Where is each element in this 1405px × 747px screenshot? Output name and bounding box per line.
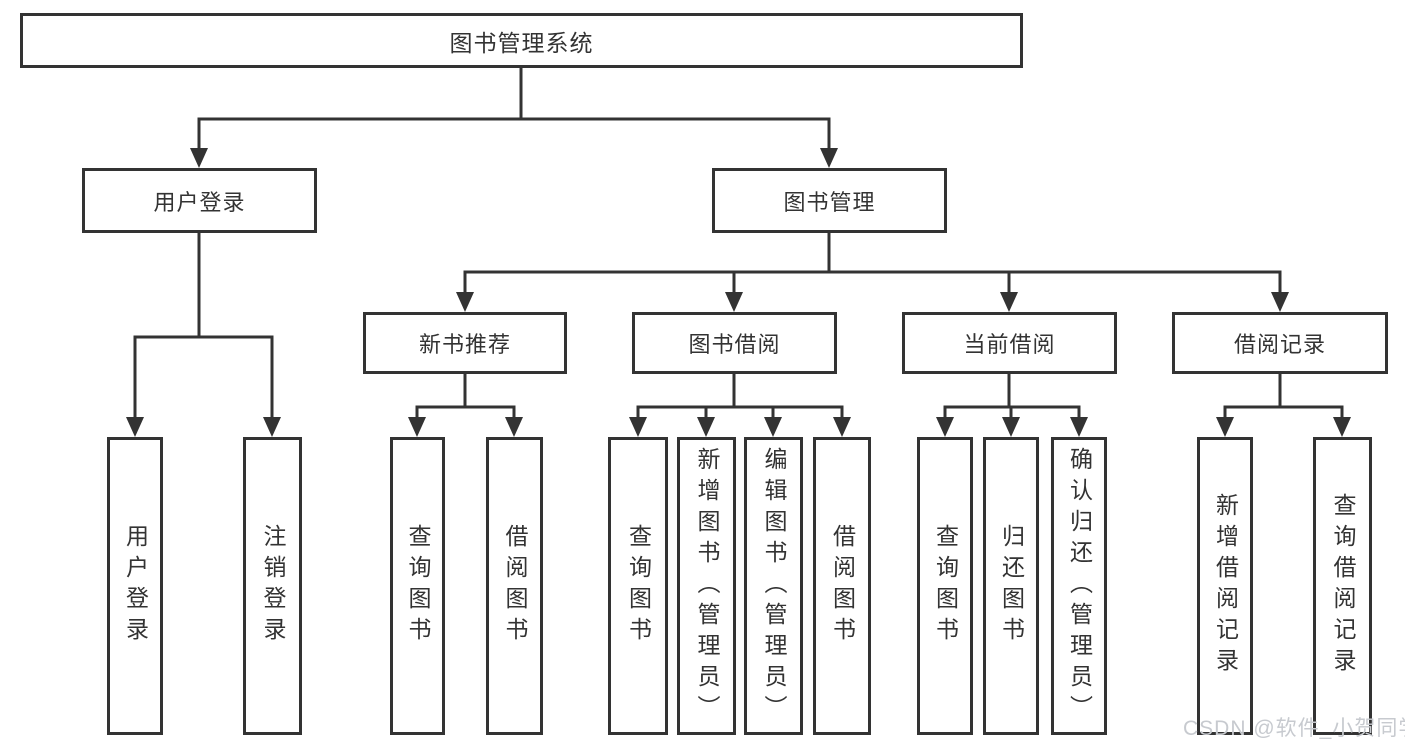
- leaf-label: 借阅图书: [829, 524, 856, 648]
- leaf-label: 确认归还（管理员）: [1066, 446, 1093, 726]
- leaf-label: 查询图书: [932, 524, 959, 648]
- csdn-watermark: CSDN @软件_小贺同学: [1183, 717, 1405, 740]
- leaf-label: 新增图书（管理员）: [694, 446, 720, 726]
- node-label: 新书推荐: [418, 332, 511, 357]
- arrowheads-new-book-rec-leaves: [408, 417, 523, 437]
- node-current-borrowing: 当前借阅: [902, 312, 1117, 374]
- node-label: 图书管理系统: [449, 29, 594, 56]
- leaf-user-login: 用户登录: [107, 437, 163, 735]
- node-new-book-recommend: 新书推荐: [363, 312, 567, 374]
- arrowheads-borrow-records-leaves: [1216, 417, 1351, 437]
- leaf-label: 新增借阅记录: [1212, 493, 1239, 679]
- node-label: 图书管理: [783, 189, 876, 215]
- leaf-query-borrow-record: 查询借阅记录: [1313, 437, 1372, 735]
- leaf-borrow-books-recommend: 借阅图书: [486, 437, 543, 735]
- leaf-label: 注销登录: [260, 524, 286, 648]
- connector-borrow-records-to-leaves: [1223, 372, 1344, 421]
- leaf-label: 查询图书: [625, 524, 652, 648]
- connector-current-borrow-to-leaves: [943, 372, 1081, 421]
- leaf-query-books-recommend: 查询图书: [390, 437, 445, 735]
- arrowheads-level3: [456, 292, 1289, 312]
- node-label: 图书借阅: [688, 332, 781, 357]
- leaf-label: 借阅图书: [502, 524, 528, 648]
- leaf-borrow-books: 借阅图书: [813, 437, 871, 735]
- leaf-confirm-return-admin: 确认归还（管理员）: [1051, 437, 1107, 735]
- node-book-management: 图书管理: [712, 168, 947, 233]
- node-book-borrowing: 图书借阅: [632, 312, 837, 374]
- node-user-login: 用户登录: [82, 168, 317, 233]
- leaf-add-books-admin: 新增图书（管理员）: [677, 437, 736, 735]
- leaf-label: 查询图书: [405, 524, 431, 648]
- leaf-logout: 注销登录: [243, 437, 302, 735]
- leaf-query-books-borrowing: 查询图书: [608, 437, 668, 735]
- leaf-label: 归还图书: [998, 524, 1025, 648]
- leaf-label: 查询借阅记录: [1330, 493, 1356, 679]
- arrowheads-level2: [190, 148, 838, 168]
- leaf-edit-books-admin: 编辑图书（管理员）: [744, 437, 803, 735]
- node-label: 用户登录: [153, 189, 246, 215]
- node-library-management-system: 图书管理系统: [20, 13, 1023, 68]
- connector-user-login-to-leaves: [133, 231, 274, 421]
- connector-new-book-rec-to-leaves: [415, 372, 516, 421]
- connector-book-borrow-to-leaves: [636, 372, 844, 421]
- node-label: 借阅记录: [1233, 332, 1326, 357]
- leaf-label: 编辑图书（管理员）: [761, 446, 787, 726]
- arrowheads-current-borrow-leaves: [936, 417, 1088, 437]
- arrowheads-book-borrow-leaves: [629, 417, 851, 437]
- leaf-add-borrow-record: 新增借阅记录: [1197, 437, 1253, 735]
- connector-root-to-level2: [197, 66, 831, 152]
- leaf-label: 用户登录: [122, 524, 149, 648]
- leaf-return-books: 归还图书: [983, 437, 1039, 735]
- leaf-query-books-current: 查询图书: [917, 437, 973, 735]
- connector-book-mgmt-to-level3: [463, 231, 1282, 296]
- arrowheads-user-login-leaves: [126, 417, 281, 437]
- node-borrow-records: 借阅记录: [1172, 312, 1388, 374]
- node-label: 当前借阅: [963, 332, 1056, 357]
